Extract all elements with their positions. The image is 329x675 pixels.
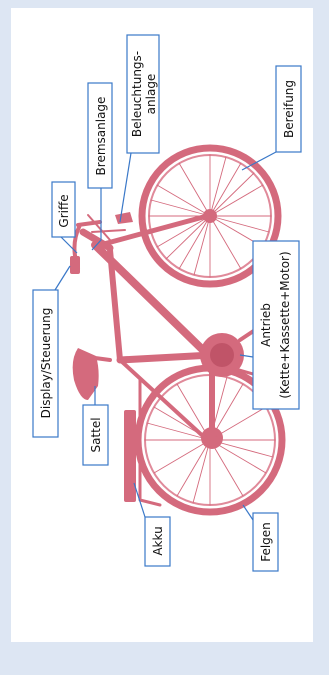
akku-label-text: Akku: [151, 526, 165, 555]
antrieb-label-line2: (Kette+Kassette+Motor): [278, 251, 292, 398]
sattel-label-text: Sattel: [89, 417, 103, 452]
bremsanlage-label-text: Bremsanlage: [94, 97, 108, 176]
griffe-label-text: Griffe: [57, 194, 71, 227]
battery-pack: [124, 410, 136, 502]
beleuchtung-label-line2: anlage: [144, 74, 158, 115]
label-sattel: Sattel: [83, 405, 108, 465]
label-bremsanlage: Bremsanlage: [88, 83, 112, 188]
label-display-steuerung: Display/Steuerung: [33, 290, 58, 437]
felgen-label-text: Felgen: [259, 522, 273, 562]
label-bereifung: Bereifung: [276, 66, 301, 152]
label-beleuchtungsanlage: Beleuchtungs- anlage: [127, 35, 159, 153]
label-griffe: Griffe: [52, 182, 75, 237]
antrieb-label-line1: Antrieb: [259, 303, 273, 347]
motor-drive: [200, 330, 255, 377]
label-felgen: Felgen: [253, 513, 278, 571]
front-light: [115, 212, 133, 224]
display-unit: [70, 256, 80, 274]
display-label-text: Display/Steuerung: [39, 308, 53, 419]
beleuchtung-label-line1: Beleuchtungs-: [130, 51, 144, 137]
label-akku: Akku: [145, 517, 170, 566]
bereifung-label-text: Bereifung: [282, 80, 296, 138]
label-antrieb: Antrieb (Kette+Kassette+Motor): [253, 241, 299, 409]
